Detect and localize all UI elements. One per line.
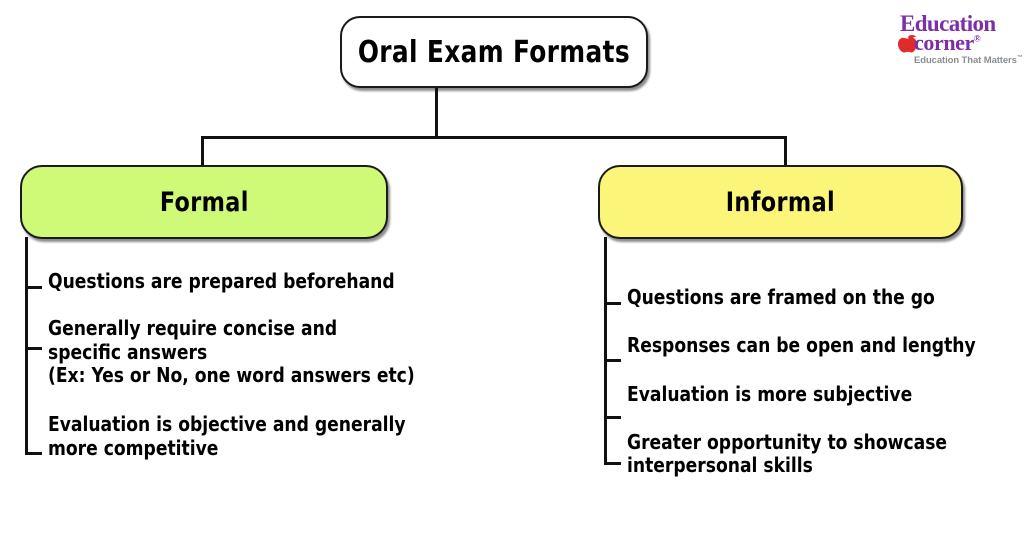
connector-tick-informal-1 xyxy=(607,302,621,305)
list-item: Evaluation is more subjective xyxy=(627,381,913,406)
list-item: Questions are prepared beforehand xyxy=(48,269,395,293)
connector-tick-informal-3 xyxy=(607,416,621,419)
list-item: Greater opportunity to showcase interper… xyxy=(627,430,948,478)
list-item: Evaluation is objective and generally mo… xyxy=(48,412,406,460)
connector-tick-formal-1 xyxy=(28,286,42,289)
logo-tagline-text: Education That Matters xyxy=(914,55,1017,67)
formal-bullet-list: Questions are prepared beforehand Genera… xyxy=(48,269,478,460)
informal-bullet-list: Questions are framed on the go Responses… xyxy=(627,285,1007,503)
logo-corner-text: corner xyxy=(914,30,974,55)
logo-word-corner: corner® xyxy=(914,30,981,55)
trademark-mark-icon: ™ xyxy=(1016,55,1023,61)
root-node-oral-exam-formats: Oral Exam Formats xyxy=(340,16,648,88)
connector-drop-to-formal xyxy=(201,136,204,167)
list-item: Questions are framed on the go xyxy=(627,285,935,309)
connector-trunk-vertical xyxy=(435,88,438,138)
root-node-label: Oral Exam Formats xyxy=(357,34,631,70)
branch-node-informal: Informal xyxy=(598,165,963,239)
registered-mark-icon: ® xyxy=(973,33,981,44)
connector-tick-formal-3 xyxy=(28,452,42,455)
connector-tick-informal-2 xyxy=(607,359,621,362)
logo-tagline: Education That Matters™ xyxy=(914,55,1023,66)
connector-tick-formal-2 xyxy=(28,347,42,350)
branch-node-formal-label: Formal xyxy=(159,186,249,218)
education-corner-logo[interactable]: Education corner® Education That Matters… xyxy=(884,11,1023,70)
apple-icon xyxy=(898,34,917,53)
connector-spine-informal xyxy=(604,237,621,465)
logo-word-education: Education xyxy=(900,11,996,36)
branch-node-formal: Formal xyxy=(20,165,388,239)
connector-split-horizontal xyxy=(201,136,787,139)
branch-node-informal-label: Informal xyxy=(725,186,836,218)
connector-tick-informal-4 xyxy=(607,462,621,465)
connector-spine-formal xyxy=(25,237,42,455)
list-item: Responses can be open and lengthy xyxy=(627,333,976,358)
connector-drop-to-informal xyxy=(784,136,787,167)
list-item: Generally require concise and specific a… xyxy=(48,316,415,388)
